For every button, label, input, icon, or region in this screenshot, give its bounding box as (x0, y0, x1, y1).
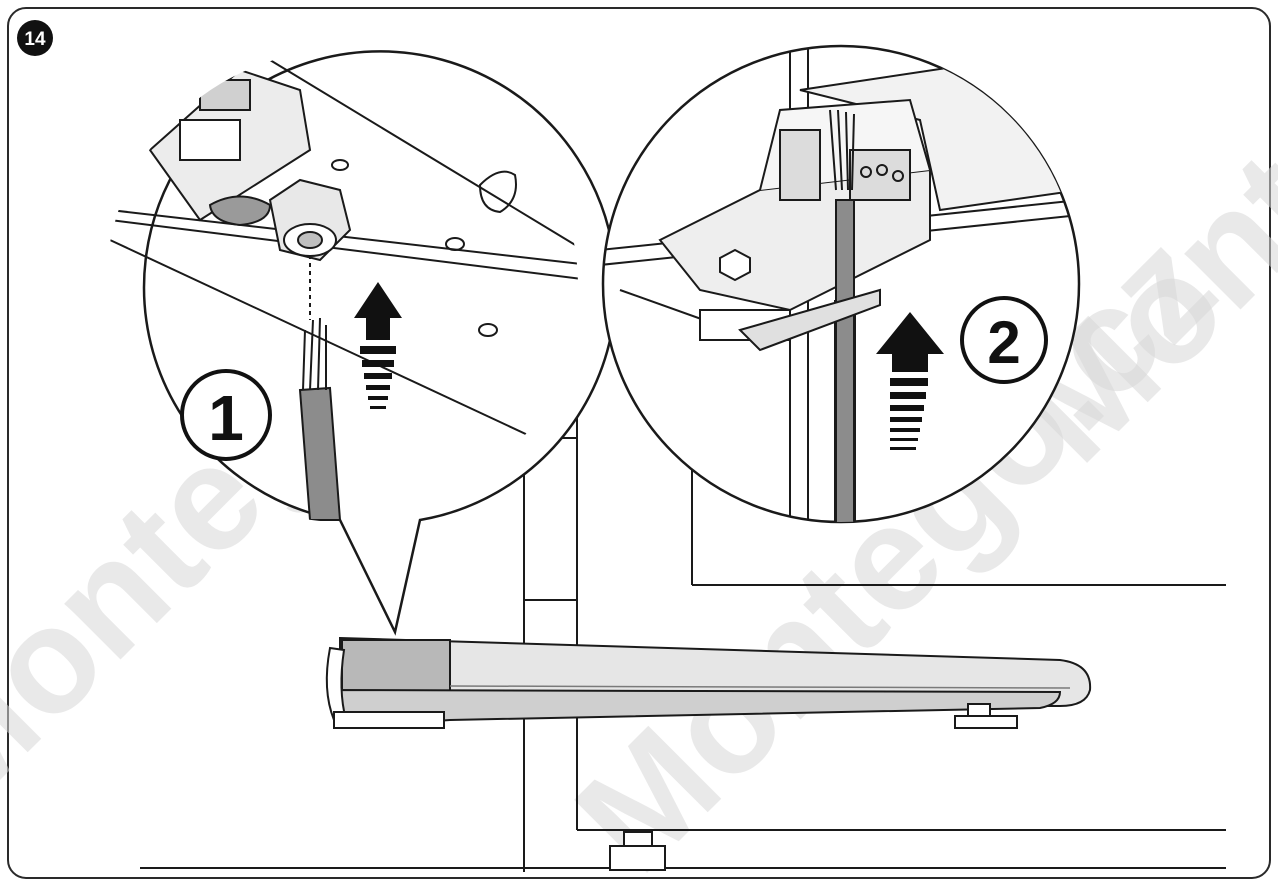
figure-number-badge: 14 (17, 20, 53, 56)
figure-number: 14 (24, 29, 46, 50)
arrow-up-icon (876, 312, 944, 450)
step-1-label: 1 (208, 382, 244, 454)
step-2-label: 2 (987, 309, 1020, 376)
detail-callout-1: 1 (109, 50, 618, 636)
step-1-badge (180, 369, 272, 461)
detail-circle-2: 2 (601, 44, 1081, 524)
figure-frame (7, 7, 1271, 879)
gate-operator-motor (325, 636, 1092, 729)
arrow-up-icon (354, 282, 402, 409)
step-2-badge (960, 296, 1048, 384)
